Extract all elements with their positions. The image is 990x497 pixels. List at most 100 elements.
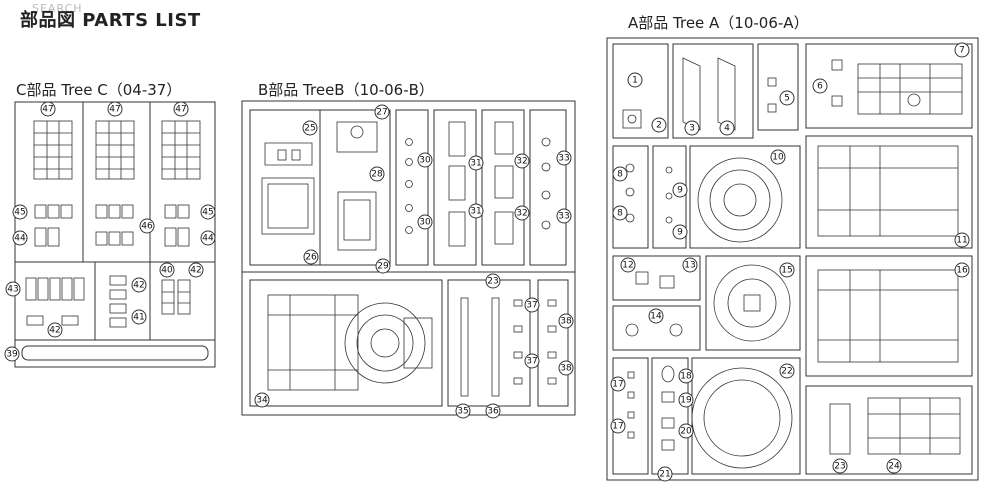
part-marker-a-17: 16 [954,262,970,278]
part-marker-c-3: 45 [12,204,28,220]
part-marker-b-19: 38 [558,313,574,329]
watermark: SEARCH [32,2,83,15]
part-number: 42 [133,281,144,291]
part-number: 42 [190,266,201,276]
part-marker-a-6: 7 [954,42,970,58]
part-marker-c-10: 42 [47,322,63,338]
part-number: 6 [817,82,823,92]
part-marker-a-21: 19 [678,392,694,408]
part-marker-a-12: 11 [954,232,970,248]
part-marker-c-9: 42 [131,277,147,293]
part-number: 27 [376,108,387,118]
part-number: 30 [419,218,431,228]
part-number: 32 [516,157,527,167]
part-number: 17 [612,380,623,390]
part-number: 45 [14,208,25,218]
part-marker-c-8: 43 [5,281,21,297]
part-number: 24 [888,462,900,472]
part-marker-a-5: 6 [812,78,828,94]
part-number: 9 [677,186,683,196]
part-marker-c-0: 47 [40,101,56,117]
part-number: 38 [560,317,572,327]
tree-b-title: B部品 TreeB（10-06-B） [258,81,434,99]
part-number: 13 [684,261,695,271]
part-marker-c-14: 39 [4,346,20,362]
part-number: 8 [617,170,623,180]
part-marker-a-9: 9 [672,182,688,198]
part-marker-b-9: 32 [514,153,530,169]
part-marker-a-15: 14 [648,308,664,324]
tree-c-runner [14,101,216,368]
part-marker-b-10: 32 [514,205,530,221]
part-marker-c-2: 47 [173,101,189,117]
tree-a-runner [606,37,979,481]
part-marker-a-11: 10 [770,149,786,165]
part-marker-b-3: 28 [369,166,385,182]
part-number: 9 [677,228,683,238]
part-marker-a-0: 1 [627,72,643,88]
part-marker-a-22: 20 [678,423,694,439]
part-number: 19 [680,396,692,406]
part-marker-b-12: 33 [556,208,572,224]
part-marker-a-13: 12 [620,257,636,273]
part-number: 2 [656,121,662,131]
part-number: 25 [304,124,315,134]
part-marker-c-7: 44 [200,230,216,246]
part-marker-a-7: 8 [612,166,628,182]
part-number: 11 [956,236,967,246]
part-number: 23 [834,462,845,472]
part-marker-b-5: 30 [417,152,433,168]
part-number: 39 [6,350,18,360]
part-number: 18 [680,372,692,382]
part-number: 23 [487,277,498,287]
part-marker-a-24: 22 [779,363,795,379]
tree-c-title: C部品 Tree C（04-37） [16,81,182,99]
part-number: 30 [419,156,431,166]
part-marker-a-10: 9 [672,224,688,240]
part-number: 42 [49,326,60,336]
tree-b-runner [241,100,576,416]
part-marker-b-6: 30 [417,214,433,230]
part-number: 44 [202,234,214,244]
part-marker-a-2: 3 [684,120,700,136]
part-number: 29 [377,262,389,272]
part-number: 37 [526,357,537,367]
part-number: 47 [109,105,120,115]
part-number: 43 [7,285,18,295]
part-marker-c-12: 40 [159,262,175,278]
part-number: 4 [724,124,730,134]
part-marker-b-4: 29 [375,258,391,274]
part-marker-a-16: 15 [779,262,795,278]
part-number: 21 [659,470,670,480]
page-title: 部品図 PARTS LIST [20,10,201,31]
part-marker-b-14: 34 [254,392,270,408]
part-number: 20 [680,427,692,437]
part-number: 45 [202,208,213,218]
part-marker-a-20: 18 [678,368,694,384]
part-marker-a-14: 13 [682,257,698,273]
part-marker-b-11: 33 [556,150,572,166]
part-number: 40 [161,266,173,276]
part-marker-c-4: 46 [139,218,155,234]
part-number: 7 [959,46,965,56]
part-marker-a-3: 4 [719,120,735,136]
part-number: 33 [558,212,569,222]
part-marker-a-19: 17 [610,418,626,434]
part-number: 44 [14,234,26,244]
part-number: 5 [784,94,790,104]
part-marker-a-23: 21 [657,466,673,482]
part-marker-a-4: 5 [779,90,795,106]
part-number: 38 [560,364,572,374]
part-number: 47 [42,105,53,115]
part-marker-c-1: 47 [107,101,123,117]
part-number: 14 [650,312,662,322]
part-marker-a-8: 8 [612,205,628,221]
part-number: 10 [772,153,784,163]
part-number: 37 [526,301,537,311]
part-marker-b-20: 38 [558,360,574,376]
part-number: 17 [612,422,623,432]
part-marker-a-25: 23 [832,458,848,474]
part-marker-b-17: 37 [524,297,540,313]
